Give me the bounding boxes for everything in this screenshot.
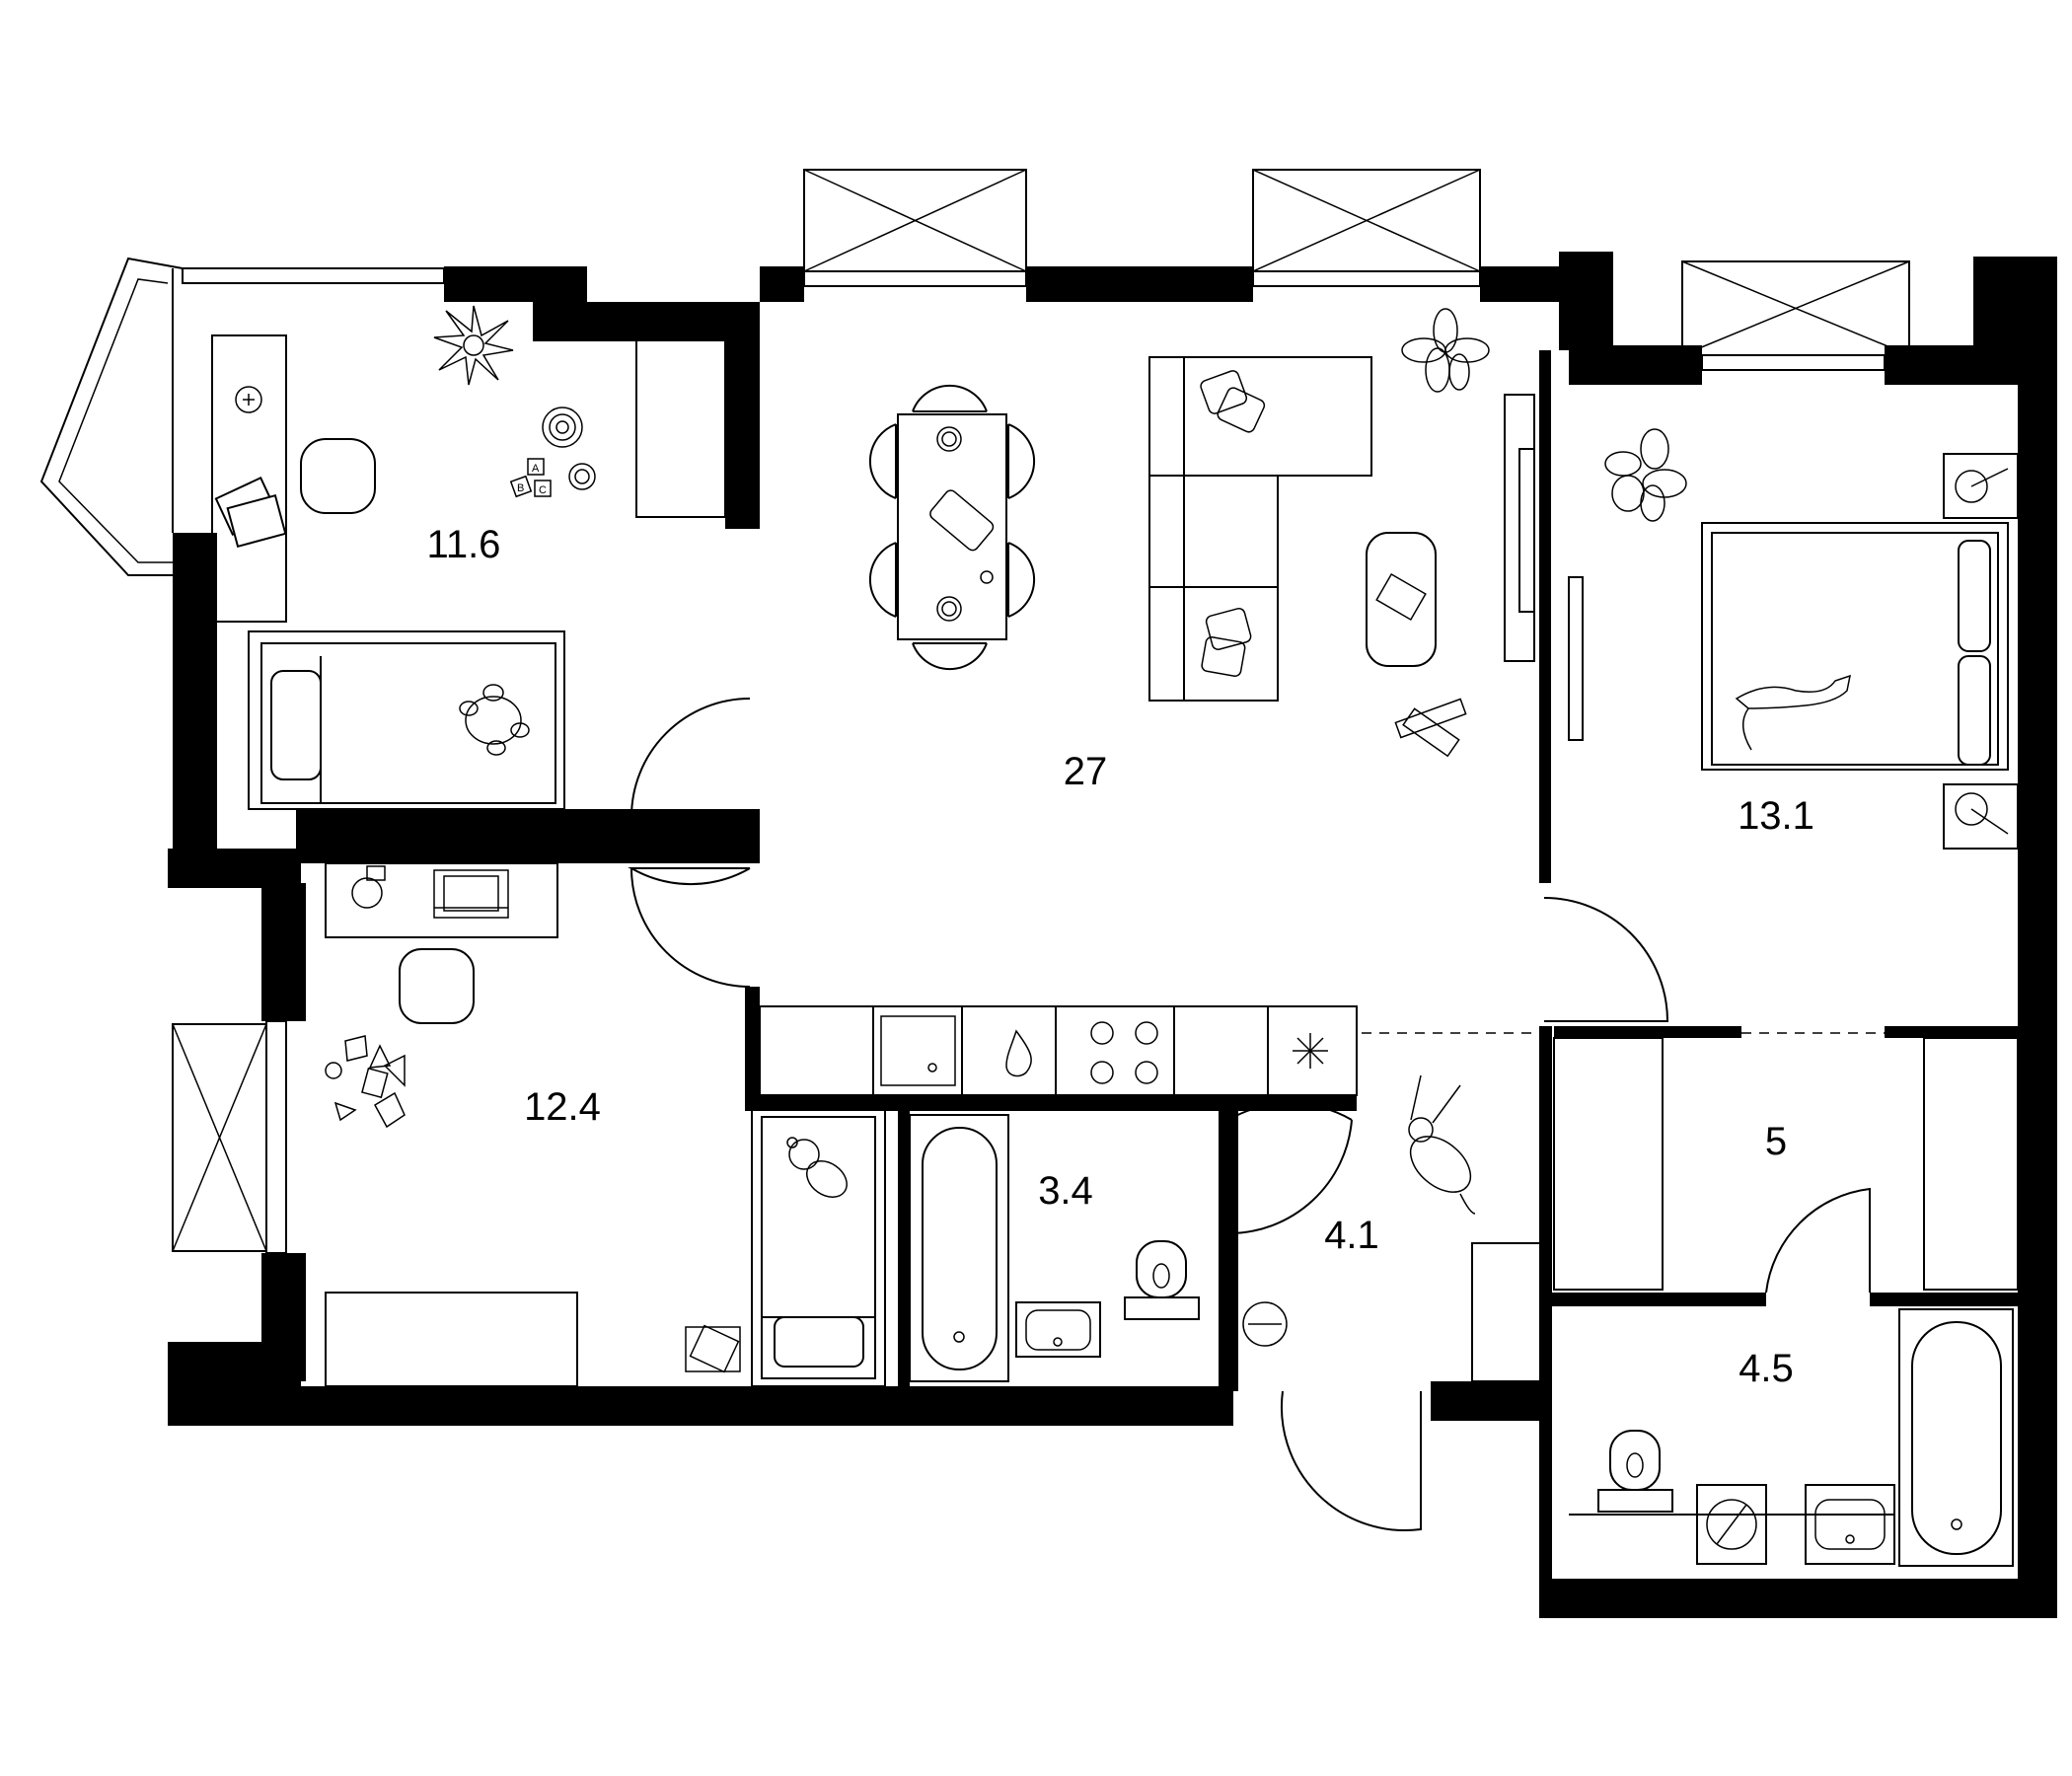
svg-text:A: A [532, 463, 540, 475]
wardrobe-child-2 [325, 1292, 578, 1387]
toilet-1 [1124, 1240, 1200, 1320]
balcony-3 [1681, 260, 1910, 356]
bed-child-2 [751, 1106, 886, 1387]
chair-child-2 [399, 948, 475, 1024]
room-area-hallway: 4.1 [1324, 1214, 1379, 1257]
svg-text:B: B [517, 482, 524, 494]
bed-child-1 [248, 630, 565, 810]
plant-bedroom-icon [1604, 428, 1687, 522]
washing-machine-icon [1696, 1484, 1767, 1565]
round-lamp-icon [1242, 1301, 1288, 1347]
bay-window [39, 257, 184, 576]
nightstand-bottom [1943, 783, 2019, 850]
toy-blocks-icon: A B C [509, 458, 552, 498]
tv-bedroom [1568, 576, 1584, 741]
plant-living-icon [1401, 308, 1490, 393]
toy-rings-icon [542, 407, 596, 490]
balcony-1 [803, 169, 1027, 272]
coffee-table [1366, 532, 1437, 667]
room-area-living: 27 [1064, 750, 1108, 793]
dining-table [869, 385, 1035, 670]
room-area-bath-1: 3.4 [1038, 1169, 1093, 1213]
nightstand-top [1943, 453, 2019, 519]
chair-child-1 [300, 438, 376, 514]
snowflake-icon [1293, 1033, 1328, 1069]
bathtub-2 [1898, 1308, 2014, 1567]
room-area-bath-2: 4.5 [1739, 1347, 1794, 1390]
cat-icon [1735, 674, 1851, 751]
wardrobe-shelves [1553, 1037, 2019, 1291]
bathtub-1 [909, 1114, 1009, 1382]
windows [39, 169, 1910, 1254]
toy-shapes-icon [325, 1035, 406, 1129]
kitchen-counter [759, 1005, 1358, 1096]
balcony-2 [1252, 169, 1481, 272]
bed-master [1701, 522, 2009, 771]
room-area-child-2: 12.4 [524, 1085, 601, 1129]
books-icon [214, 476, 287, 549]
svg-text:C: C [539, 484, 547, 496]
cat-hallway-icon [1408, 1074, 1476, 1215]
toilet-2 [1597, 1430, 1673, 1513]
stove-icon [1090, 1021, 1158, 1084]
sink-1 [1015, 1301, 1101, 1358]
sofa [1148, 356, 1372, 702]
balcony-4 [172, 1023, 267, 1252]
plant-icon [433, 305, 514, 386]
desk-child-2 [325, 862, 558, 938]
teddy-bear-icon [786, 1137, 848, 1198]
tv-stand [1504, 394, 1535, 662]
wardrobe-child-1 [635, 336, 726, 518]
area-labels: 11.6 27 13.1 12.4 3.4 4.1 5 4.5 [427, 523, 1814, 1390]
water-drop-icon [1005, 1029, 1032, 1077]
doors [628, 698, 1885, 1532]
hallway-cabinet [1471, 1242, 1542, 1382]
room-area-child-1: 11.6 [427, 523, 501, 566]
sink-2 [1805, 1484, 1895, 1565]
desk-child-1 [211, 334, 287, 623]
walls [168, 252, 2057, 1618]
turtle-toy-icon [459, 684, 530, 756]
room-area-wardrobe: 5 [1765, 1120, 1787, 1163]
book-icon [685, 1324, 741, 1373]
room-area-bedroom: 13.1 [1738, 794, 1814, 838]
toy-plane-icon [1394, 698, 1467, 758]
